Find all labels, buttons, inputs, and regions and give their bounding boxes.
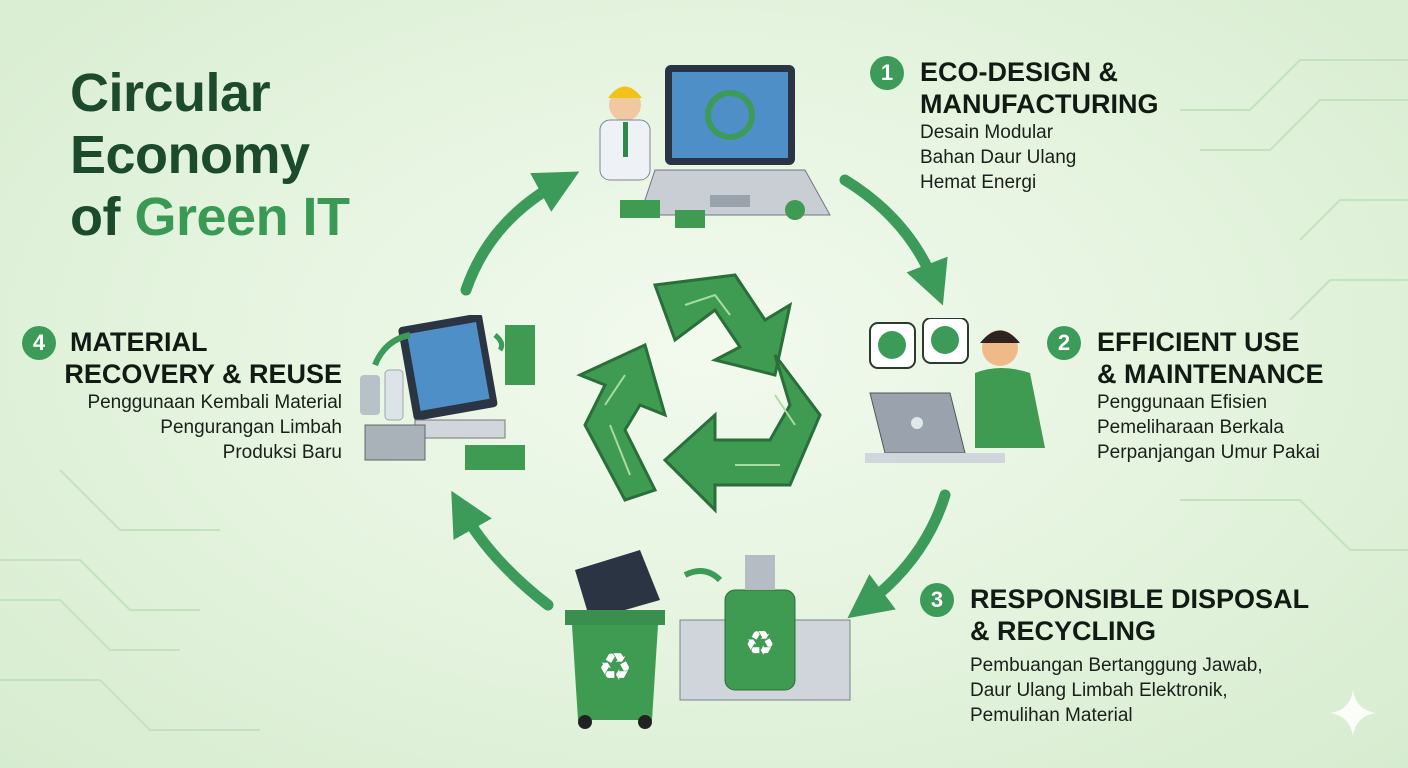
step-item: Penggunaan Kembali Material	[87, 392, 342, 413]
step-item: Pembuangan Bertanggung Jawab,	[970, 655, 1263, 676]
recycle-icon	[576, 273, 822, 514]
material-recovery-illustration	[360, 315, 535, 470]
svg-text:♻: ♻	[745, 625, 775, 663]
step-heading: RESPONSIBLE DISPOSAL	[970, 584, 1310, 614]
title-line: Circular	[70, 63, 271, 123]
step-heading: MATERIAL	[70, 327, 208, 357]
page-title: Circular Economy of Green IT	[70, 62, 350, 248]
title-highlight: Green IT	[134, 187, 350, 247]
svg-text:♻: ♻	[598, 647, 632, 689]
step-heading: EFFICIENT USE	[1097, 327, 1300, 357]
step-heading: MANUFACTURING	[920, 89, 1159, 119]
step-item: Pemeliharaan Berkala	[1097, 417, 1284, 438]
step-1-eco-design: 1 ECO-DESIGN & MANUFACTURING Desain Modu…	[870, 56, 1158, 195]
title-line: of Green IT	[70, 186, 350, 248]
step-2-efficient-use: 2 EFFICIENT USE & MAINTENANCE Penggunaan…	[1047, 326, 1324, 465]
step-item: Desain Modular	[920, 122, 1054, 143]
maintenance-user-illustration	[865, 318, 1045, 463]
step-number-badge: 3	[920, 583, 954, 617]
arrow-1-to-2	[839, 174, 948, 306]
step-item: Penggunaan Efisien	[1097, 392, 1268, 413]
sparkle-icon	[1330, 690, 1376, 736]
title-line: Economy	[70, 125, 310, 185]
step-heading: RECOVERY & REUSE	[64, 359, 342, 389]
step-heading: ECO-DESIGN &	[920, 57, 1119, 87]
step-item: Pengurangan Limbah	[160, 417, 342, 438]
engineer-laptop-illustration	[599, 65, 831, 228]
arrow-4-to-1	[460, 171, 580, 296]
step-item: Hemat Energi	[920, 172, 1037, 193]
step-number-badge: 4	[22, 326, 56, 360]
step-item: Pemulihan Material	[970, 705, 1133, 726]
step-4-material-recovery: 4 MATERIAL RECOVERY & REUSE Penggunaan K…	[20, 326, 342, 465]
step-item: Bahan Daur Ulang	[920, 147, 1077, 168]
step-heading: & RECYCLING	[970, 616, 1157, 646]
step-item: Perpanjangan Umur Pakai	[1097, 442, 1320, 463]
arrow-2-to-3	[847, 489, 951, 619]
step-number-badge: 1	[870, 56, 904, 90]
step-item: Produksi Baru	[222, 442, 342, 463]
title-prefix: of	[70, 187, 135, 247]
disposal-recycling-illustration: ♻ ♻	[565, 550, 851, 729]
arrow-3-to-4	[451, 490, 554, 611]
step-item: Daur Ulang Limbah Elektronik,	[970, 680, 1228, 701]
step-3-disposal: 3 RESPONSIBLE DISPOSAL & RECYCLING Pembu…	[920, 583, 1309, 728]
step-number-badge: 2	[1047, 326, 1081, 360]
step-heading: & MAINTENANCE	[1097, 359, 1324, 389]
